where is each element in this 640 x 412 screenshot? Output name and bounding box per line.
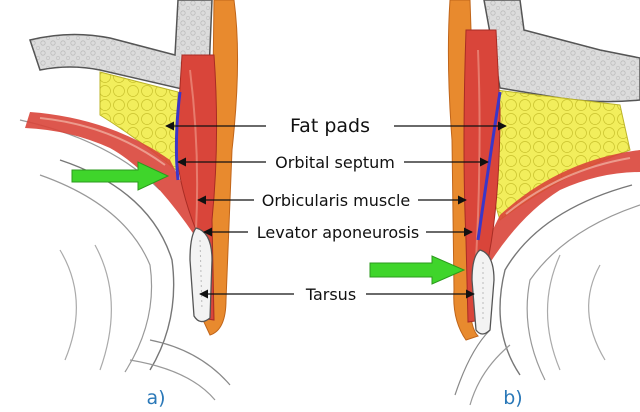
label-orbicularis-muscle: Orbicularis muscle bbox=[262, 191, 411, 210]
panel-label-a: a) bbox=[146, 387, 165, 409]
label-levator-aponeurosis: Levator aponeurosis bbox=[257, 223, 419, 242]
label-tarsus: Tarsus bbox=[305, 285, 356, 304]
orbital-bone-b bbox=[484, 0, 640, 102]
label-orbital-septum: Orbital septum bbox=[275, 153, 395, 172]
panel-label-b: b) bbox=[503, 387, 522, 409]
label-fat-pads: Fat pads bbox=[290, 115, 370, 137]
green-arrow-b bbox=[370, 256, 464, 284]
tarsus-plate-a bbox=[190, 228, 212, 322]
fat-pad-b bbox=[488, 90, 630, 220]
